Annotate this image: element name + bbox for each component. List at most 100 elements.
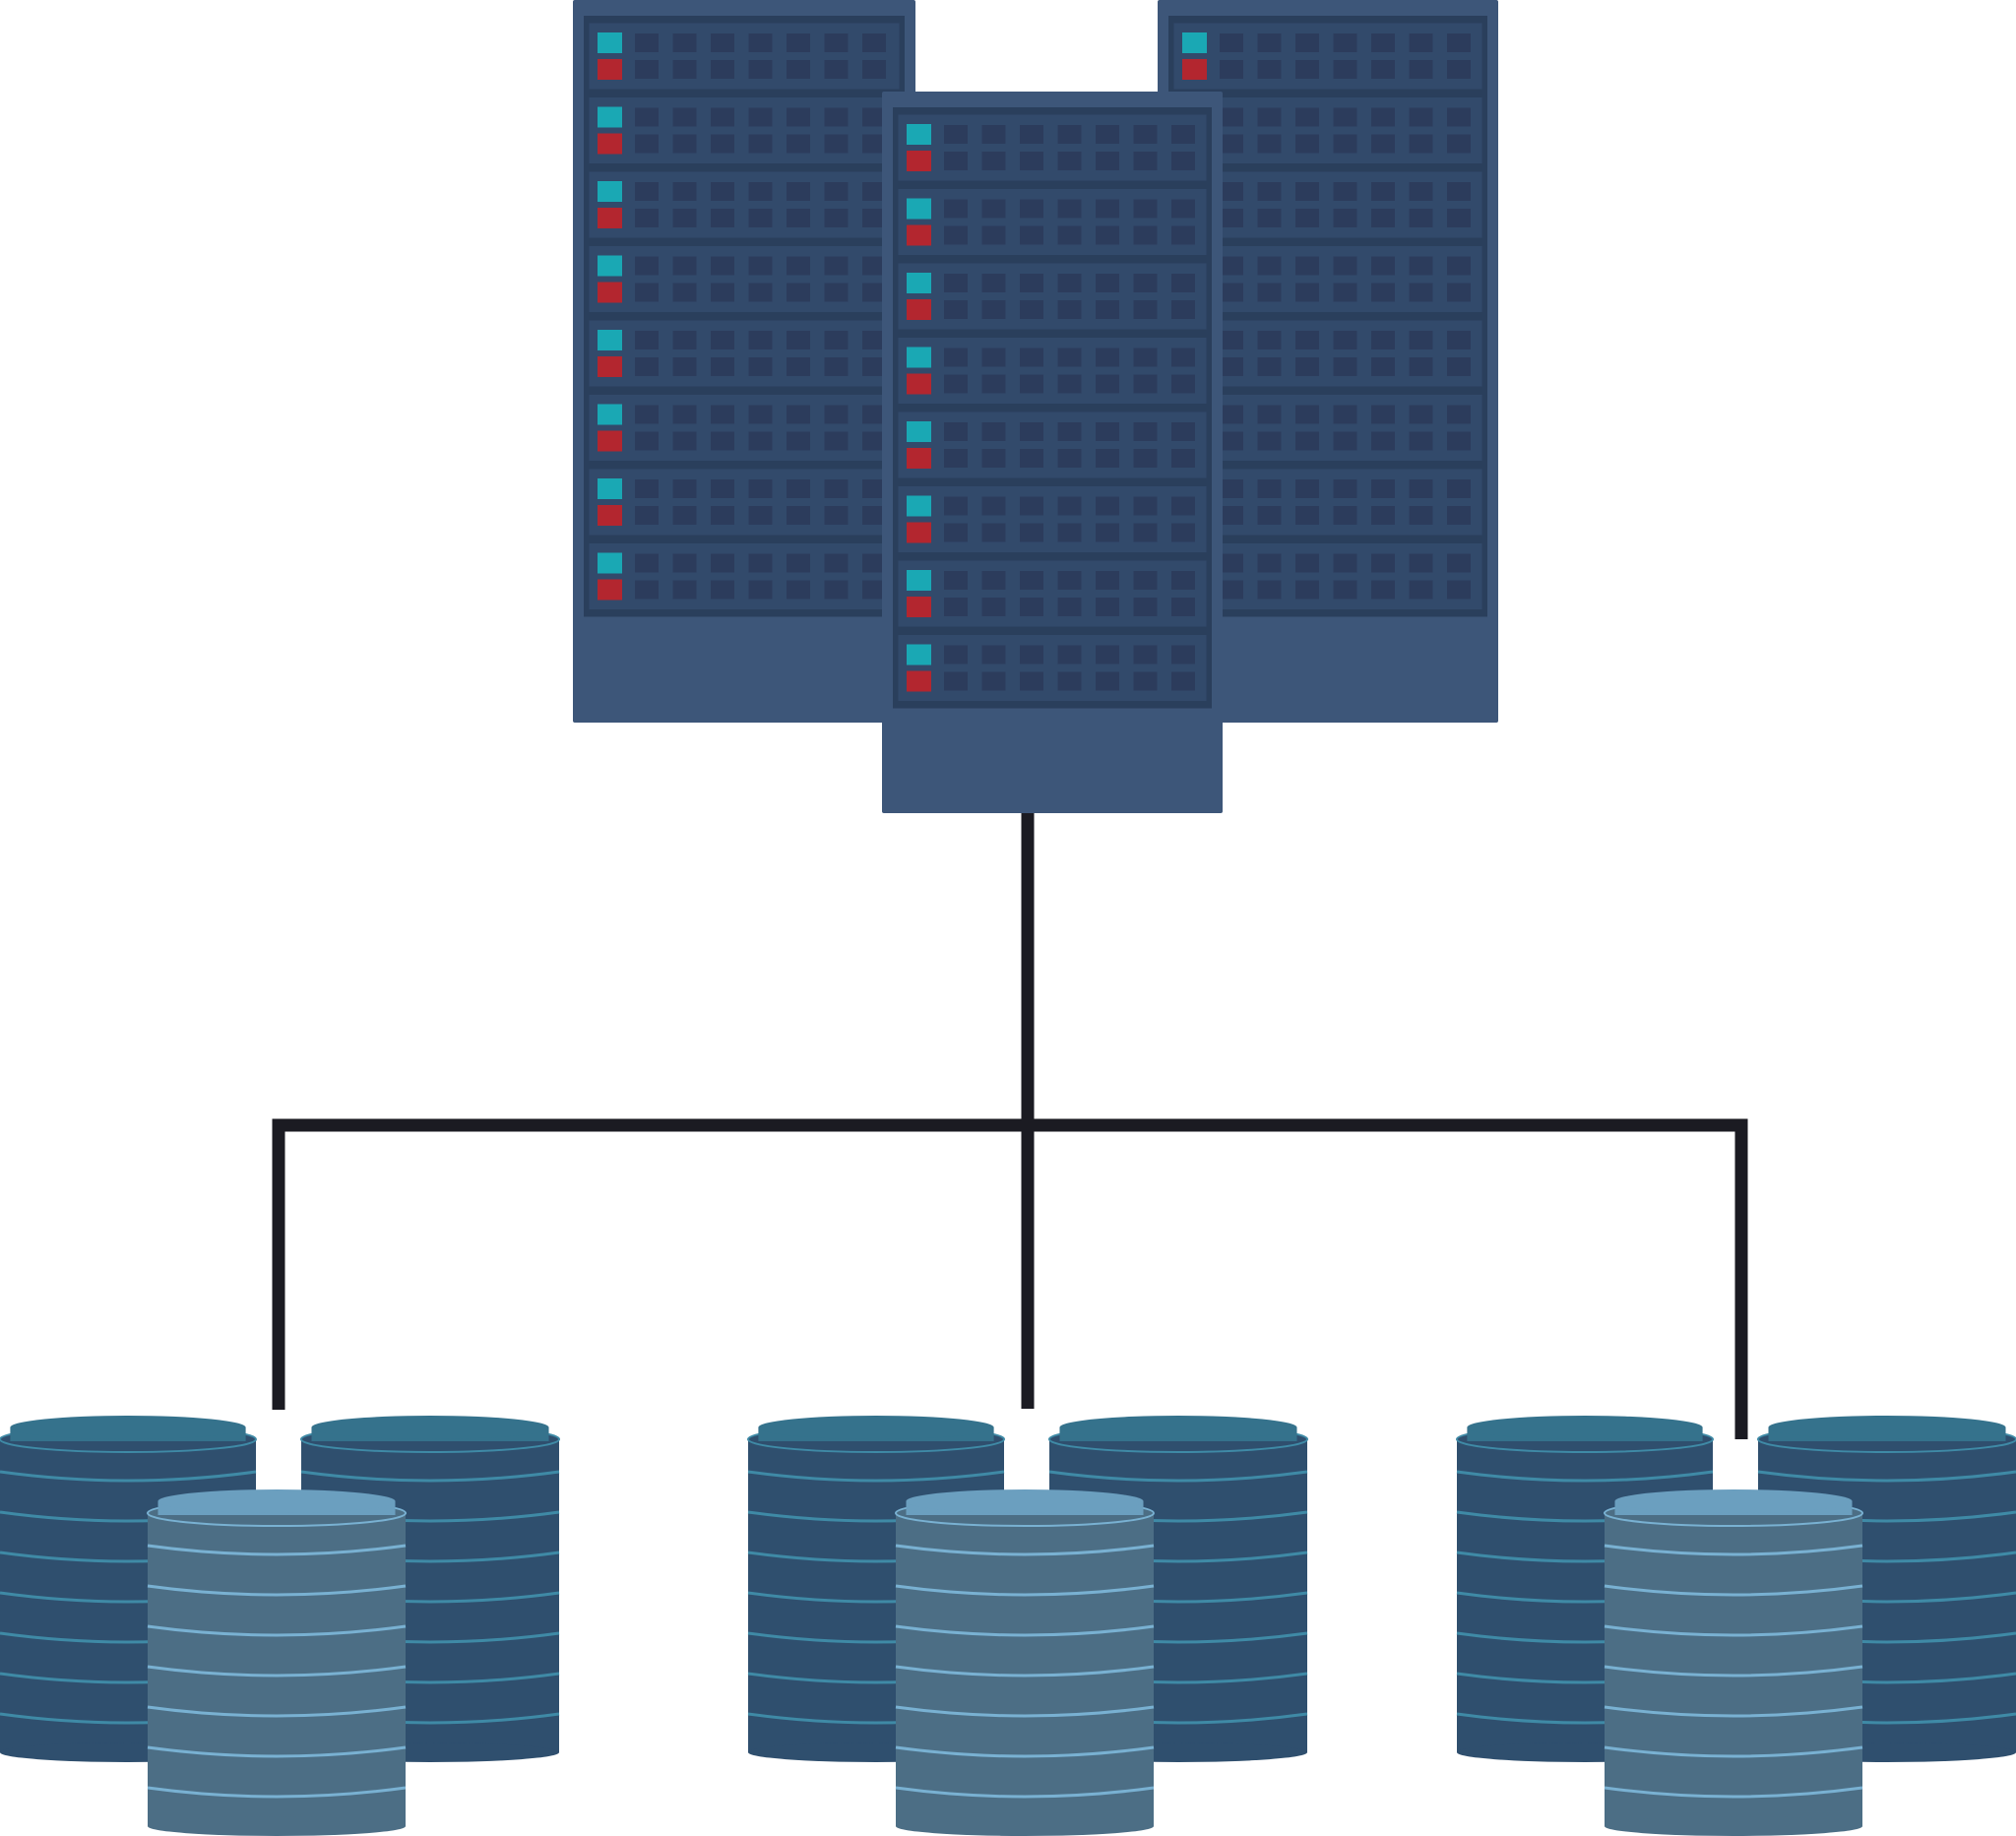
drive-bay-slot [1096,199,1119,219]
disk-platter-line [895,1786,1155,1799]
status-led-icon [598,552,622,574]
disk-platter-line [895,1705,1155,1718]
drive-bay-slot [1333,357,1357,376]
drive-bay-slot [672,331,697,349]
disk-platter-line [895,1624,1155,1637]
drive-bay-slot [1171,523,1195,542]
drive-bay-slot [824,553,849,573]
drive-bay-slot [824,431,849,451]
drive-bay-slot [1057,348,1082,367]
drive-bay-slot [1295,209,1319,227]
drive-bay-slot [824,33,849,52]
drive-bay-slot [862,33,886,52]
drive-bay-slot [981,496,1006,516]
drive-bay-slot [672,256,697,276]
drive-bay-slot [981,523,1006,542]
drive-bay-slot [635,331,659,349]
drive-bay-slot [787,580,810,600]
drive-bay-slot [1371,479,1395,498]
drive-bay-slot [824,506,849,525]
drive-bay-slot [787,479,810,498]
drive-bay-slot [787,553,810,573]
drive-bay-slot [1133,374,1158,394]
rack-unit [586,95,903,166]
drive-bay-slot [1220,405,1243,424]
status-led-icon [598,404,622,425]
disk-cap-top [1059,1416,1297,1439]
drive-bay-slot [1447,209,1471,227]
drive-bay-slot [944,225,968,245]
drive-bay-slot [711,553,734,573]
drive-bay-slot [1295,182,1319,201]
drive-bay-slot [1220,283,1243,302]
drive-bay-slot [1447,479,1471,498]
disk-cap-top [1768,1416,2006,1439]
status-led-icon [1182,32,1207,53]
drive-bay-slot [787,256,810,276]
drive-bay-slot [944,598,968,616]
drive-bay-slot [1295,331,1319,349]
drive-bay-slot [672,33,697,52]
status-led-icon [907,273,931,293]
rack-unit-face [1170,95,1485,166]
drive-bay-slot [1409,33,1433,52]
drive-bay-slot [981,422,1006,441]
drive-bay-slot [1295,405,1319,424]
drive-bay-slot [1020,449,1043,468]
drive-bay-slot [1333,209,1357,227]
drive-bay-slot [1447,506,1471,525]
drive-bay-slot [862,182,886,201]
drive-bay-slot [1171,125,1195,144]
drive-bay-slot [787,182,810,201]
rack-unit-face [586,20,903,93]
disk-platter-line [1604,1705,1863,1718]
drive-bay-slot [1333,283,1357,302]
drive-bay-slot [635,60,659,79]
drive-bay-slot [787,431,810,451]
drive-bay-slot [1371,506,1395,525]
drive-bay-slot [824,60,849,79]
disk-platter-line [895,1745,1155,1758]
drive-bay-slot [748,331,773,349]
drive-bay-slot [1220,553,1243,573]
disk-platter-line [147,1584,407,1597]
drive-bay-slot [1057,598,1082,616]
drive-bay-slot [1096,449,1119,468]
drive-bay-slot [1171,645,1195,665]
drive-bay-slot [711,357,734,376]
drive-bay-slot [1057,571,1082,590]
drive-bay-slot [1057,449,1082,468]
disk-platter-line [0,1470,257,1483]
drive-bay-slot [672,431,697,451]
alert-led-icon [907,448,931,469]
drive-bay-slot [1371,580,1395,600]
drive-bay-slot [1257,256,1282,276]
drive-bay-slot [1257,182,1282,201]
drive-bay-slot [981,225,1006,245]
drive-bay-slot [1057,671,1082,691]
drive-bay-slot [1220,357,1243,376]
drive-bay-slot [787,209,810,227]
drive-bay-slot [748,33,773,52]
drive-bay-slot [748,134,773,154]
alert-led-icon [598,282,622,303]
status-led-icon [598,32,622,53]
disk-platter-line [147,1786,407,1799]
drive-bay-slot [981,571,1006,590]
drive-bay-slot [1020,571,1043,590]
drive-bay-slot [1020,152,1043,170]
drive-bay-slot [981,671,1006,691]
drive-bay-slot [635,553,659,573]
rack-unit-face [1170,392,1485,464]
drive-bay-slot [787,107,810,127]
drive-bay-slot [1257,506,1282,525]
drive-bay-slot [824,331,849,349]
drive-bay-slot [1057,645,1082,665]
drive-bay-slot [1257,107,1282,127]
drive-bay-slot [1096,374,1119,394]
drive-bay-slot [748,506,773,525]
drive-bay-slot [711,33,734,52]
drive-bay-slot [1447,283,1471,302]
drive-bay-slot [981,598,1006,616]
drive-bay-slot [1171,422,1195,441]
